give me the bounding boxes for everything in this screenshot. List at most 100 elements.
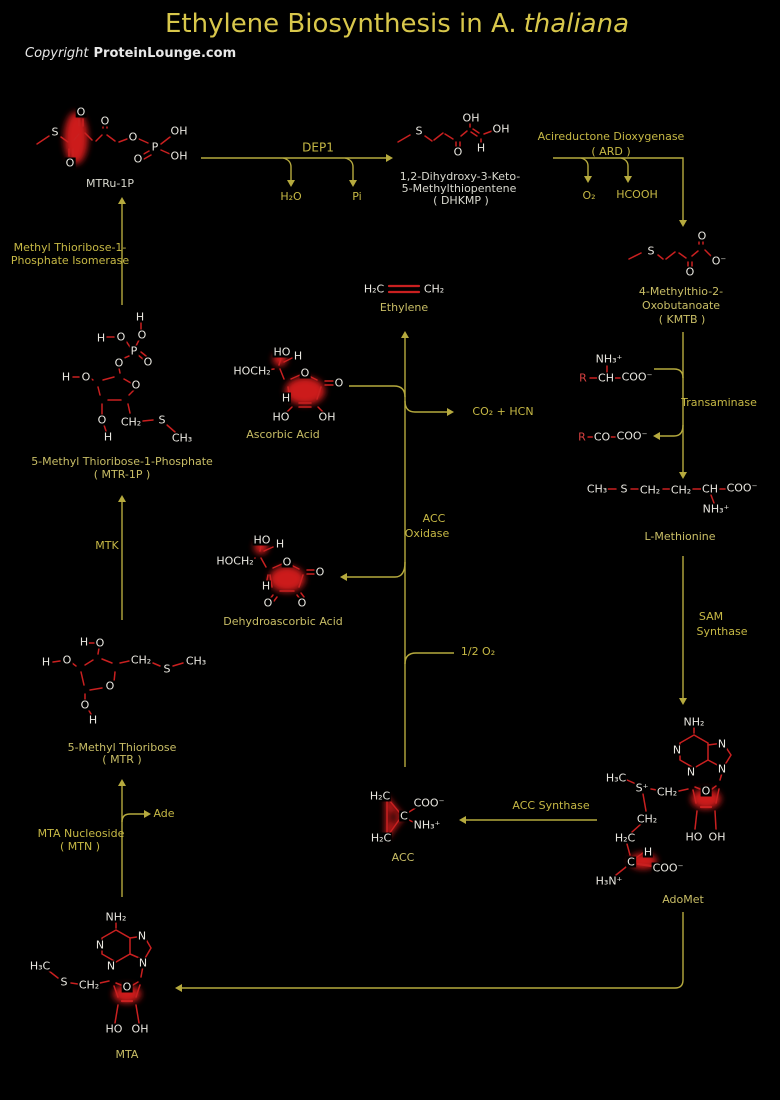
atom-label-adomet: CH₂	[635, 812, 659, 826]
atom-label-dhkmp: OH	[491, 122, 511, 136]
compound-label-mta: MTA	[115, 1047, 139, 1061]
compound-label-kmtb-2: Oxobutanoate	[641, 298, 721, 312]
atom-label-mtr: CH₂	[129, 653, 153, 667]
cofactor-co2-hcn: CO₂ + HCN	[472, 404, 534, 418]
atom-label-mtr: H	[40, 655, 52, 669]
cofactor-h2o: H₂O	[280, 189, 302, 203]
atom-label-kmtb: O	[684, 265, 696, 279]
compound-label-mtru1p: MTRu-1P	[86, 176, 134, 190]
atom-label-mtr1p: O	[113, 356, 125, 370]
atom-label-adomet: N	[716, 762, 728, 776]
atom-label-mta: OH	[130, 1022, 150, 1036]
enzyme-label-mtn-2: ( MTN )	[59, 839, 101, 853]
atom-label-mtru1p: P	[150, 140, 160, 154]
atom-label-ethylene: CH₂	[422, 282, 446, 296]
atom-label-ascorbic: O	[333, 376, 345, 390]
atom-label-lmet: CH	[701, 482, 719, 496]
page-title: Ethylene Biosynthesis in A.thaliana	[165, 9, 629, 39]
compound-label-l-methionine: L-Methionine	[644, 529, 716, 543]
atom-label-adomet: NH₂	[682, 715, 706, 729]
atom-label-adomet: H₃C	[604, 771, 628, 785]
compound-label-kmtb-3: ( KMTB )	[658, 312, 706, 326]
enzyme-label-mtn-1: MTA Nucleoside	[37, 826, 125, 840]
compound-label-dhkmp-3: ( DHKMP )	[433, 193, 489, 207]
copyright-site: ProteinLounge.com	[93, 46, 237, 61]
atom-label-mtr1p: S	[157, 413, 167, 427]
enzyme-label-mtk: MTK	[95, 538, 119, 552]
atom-label-dhkmp: OH	[461, 111, 481, 125]
atom-label-dehydro: O	[296, 596, 308, 610]
atom-label-mtr1p: H	[60, 370, 72, 384]
atom-label-mtru1p: O	[64, 156, 76, 170]
atom-label-adomet: OH	[707, 830, 727, 844]
atom-label-dehydro: HO	[252, 533, 272, 547]
enzyme-label-sam-synthase-1: SAM	[698, 609, 724, 623]
atom-label-kmtb: O⁻	[710, 254, 728, 268]
atom-label-mtr1p: H	[134, 310, 146, 324]
atom-label-mtru1p: O	[99, 114, 111, 128]
compound-label-mtr-1: 5-Methyl Thioribose	[67, 740, 177, 754]
atom-label-ascorbic: H	[280, 391, 292, 405]
atom-label-mtr1p: P	[129, 344, 139, 358]
atom-label-mta: HO	[104, 1022, 124, 1036]
atom-label-adomet: H₂C	[613, 831, 637, 845]
atom-label-mta: H₃C	[28, 959, 52, 973]
atom-label-dehydro: H	[260, 579, 272, 593]
compound-label-mtr-2: ( MTR )	[102, 752, 142, 766]
copyright-word: Copyright	[25, 46, 89, 61]
atom-label-adomet: HO	[684, 830, 704, 844]
atom-label-mta: CH₂	[77, 978, 101, 992]
atom-label-dhkmp: O	[452, 145, 464, 159]
atom-label-kmtb: S	[646, 244, 656, 258]
enzyme-label-acc-oxidase-1: ACC	[422, 511, 446, 525]
atom-label-mta: NH₂	[104, 910, 128, 924]
compound-label-adomet: AdoMet	[662, 892, 704, 906]
flow-lines	[121, 157, 684, 989]
atom-label-mtr1p: O	[96, 413, 108, 427]
atom-label-acc: H₂C	[369, 831, 393, 845]
atom-label-lmet: CH₂	[638, 483, 662, 497]
atom-label-mtr1p: O	[115, 330, 127, 344]
atom-label-transam: CH	[597, 371, 615, 385]
atom-label-dehydro: O	[281, 555, 293, 569]
atom-label-ascorbic: H	[292, 349, 304, 363]
atom-label-mtr: O	[104, 679, 116, 693]
atom-label-mta: N	[137, 956, 149, 970]
atom-label-lmet: COO⁻	[725, 481, 759, 495]
atom-label-ascorbic: HO	[272, 345, 292, 359]
atom-label-dhkmp: H	[475, 141, 487, 155]
atom-label-mta: O	[121, 980, 133, 994]
enzyme-label-dep1: DEP1	[302, 140, 334, 155]
cofactor-ade: Ade	[153, 806, 175, 820]
enzyme-label-acc-synthase: ACC Synthase	[512, 798, 590, 812]
atom-label-adomet: H	[642, 845, 654, 859]
atom-label-adomet: N	[716, 737, 728, 751]
compound-label-ascorbic-acid: Ascorbic Acid	[246, 427, 320, 441]
cofactor-pi: Pi	[352, 189, 362, 203]
atom-label-mtr1p: O	[136, 328, 148, 342]
atom-label-dehydro: H	[274, 537, 286, 551]
atom-label-mtr1p: H	[102, 430, 114, 444]
atom-label-mtru1p: OH	[169, 149, 189, 163]
atom-label-mtr: O	[79, 698, 91, 712]
compound-label-kmtb-1: 4-Methylthio-2-	[638, 284, 724, 298]
atom-label-mtru1p: S	[50, 125, 60, 139]
title-species-italic: thaliana	[523, 9, 630, 39]
atom-label-lmet: S	[619, 482, 629, 496]
atom-label-mtr: O	[61, 653, 73, 667]
atom-label-adomet: C	[626, 855, 636, 869]
enzyme-label-transaminase: Transaminase	[681, 395, 757, 409]
atom-label-acc: NH₃⁺	[412, 818, 442, 832]
atom-label-transam: CO	[592, 430, 612, 444]
compound-label-mtr1p-2: ( MTR-1P )	[93, 467, 151, 481]
enzyme-label-isomerase-2: Phosphate Isomerase	[10, 253, 130, 267]
atom-label-mtr: O	[94, 636, 106, 650]
cofactor-hcooh: HCOOH	[616, 187, 658, 201]
atom-label-adomet: CH₂	[655, 785, 679, 799]
atom-label-mtr1p: O	[130, 378, 142, 392]
atom-label-lmet: CH₃	[585, 482, 609, 496]
cofactor-half-o2: 1/2 O₂	[460, 644, 496, 658]
atom-label-ascorbic: OH	[317, 410, 337, 424]
enzyme-label-acc-oxidase-2: Oxidase	[404, 526, 450, 540]
